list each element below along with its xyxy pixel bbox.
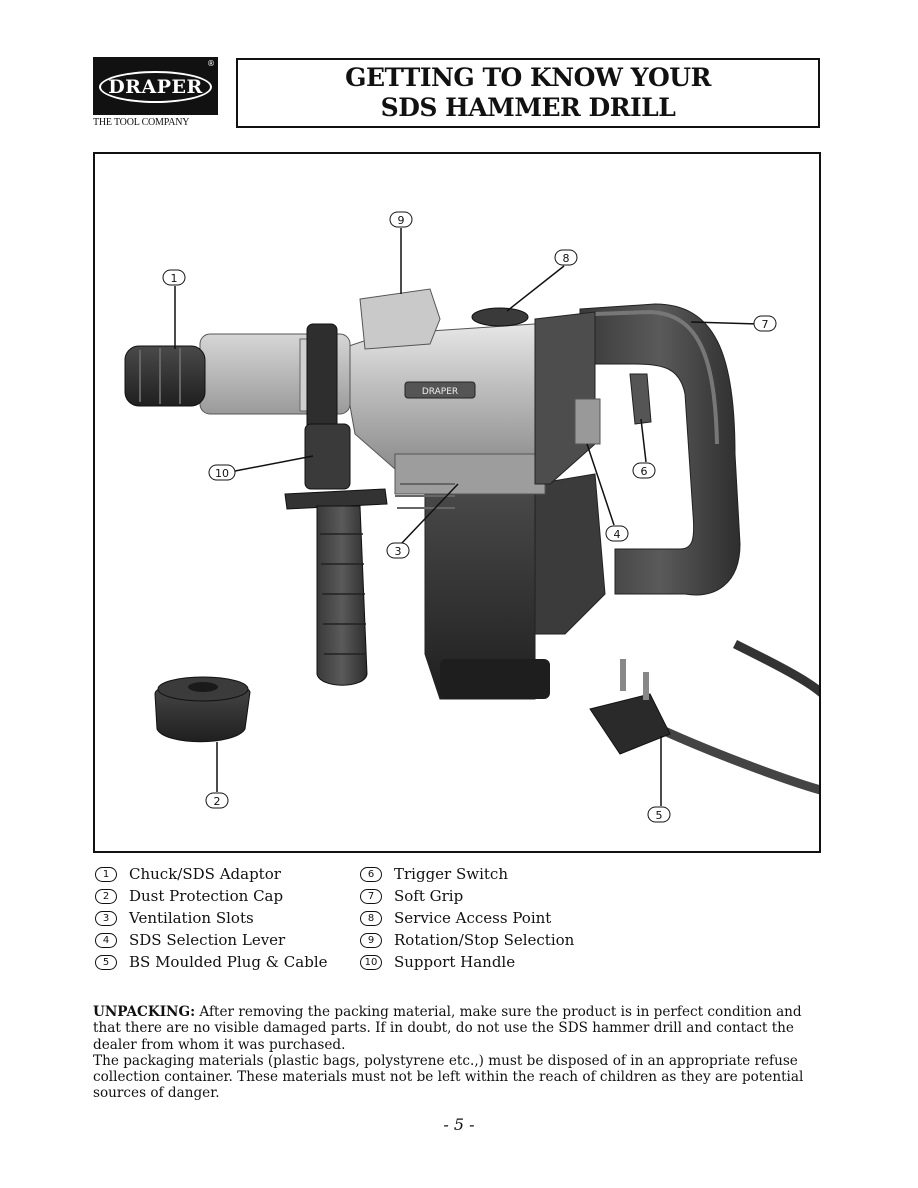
motor-side: [534, 473, 606, 635]
drill-illustration: DRAPER: [93, 152, 821, 853]
logo-badge: ® DRAPER: [93, 57, 218, 115]
gear-housing-band: [394, 453, 546, 495]
callout-6: 6: [632, 462, 656, 479]
draper-logo: ® DRAPER THE TOOL COMPANY: [93, 57, 218, 129]
unpacking-section: UNPACKING: After removing the packing ma…: [93, 1004, 823, 1102]
legend-number: 9: [360, 932, 382, 948]
callout-10: 10: [208, 464, 236, 481]
legend-label: Chuck/SDS Adaptor: [129, 865, 281, 883]
unpacking-text: After removing the packing material, mak…: [93, 1004, 802, 1053]
logo-tagline: THE TOOL COMPANY: [93, 117, 190, 128]
legend-number: 8: [360, 910, 382, 926]
support-handle-collar: [304, 423, 351, 490]
legend-number: 3: [95, 910, 117, 926]
legend-item: 6 Trigger Switch: [360, 863, 574, 885]
bs-plug: [589, 693, 671, 755]
legend-label: Soft Grip: [394, 887, 464, 905]
plug-cable: [658, 724, 819, 795]
packaging-paragraph: The packaging materials (plastic bags, p…: [93, 1052, 804, 1102]
service-access-cap: [471, 307, 529, 327]
legend-item: 10 Support Handle: [360, 951, 574, 973]
unpacking-paragraph: UNPACKING: After removing the packing ma…: [93, 1004, 823, 1053]
callout-4-label: 4: [614, 528, 621, 541]
dark-collar: [534, 311, 596, 485]
logo-oval: DRAPER: [99, 71, 212, 103]
callout-4: 4: [605, 525, 629, 542]
housing-badge-plate: [404, 381, 476, 399]
legend-item: 7 Soft Grip: [360, 885, 574, 907]
page-title-line-2: SDS HAMMER DRILL: [380, 93, 676, 122]
support-handle-guard: [284, 488, 388, 510]
logo-wordmark: DRAPER: [108, 76, 203, 98]
legend-label: Rotation/Stop Selection: [394, 931, 575, 949]
soft-grip: [579, 303, 741, 596]
legend-item: 8 Service Access Point: [360, 907, 574, 929]
drill-drawing: DRAPER: [124, 211, 819, 823]
legend-right-column: 6 Trigger Switch 7 Soft Grip 8 Service Acce…: [360, 863, 574, 973]
legend-item: 4 SDS Selection Lever: [95, 929, 328, 951]
motor-base: [440, 659, 550, 699]
legend-number: 5: [95, 954, 117, 970]
callout-7: 7: [753, 315, 777, 332]
callout-9: 9: [389, 211, 413, 228]
legend-label: Service Access Point: [394, 909, 552, 927]
legend-item: 3 Ventilation Slots: [95, 907, 328, 929]
legend-item: 5 BS Moulded Plug & Cable: [95, 951, 328, 973]
page-number: - 5 -: [443, 1115, 475, 1134]
legend-label: SDS Selection Lever: [129, 931, 286, 949]
callout-1: 1: [162, 269, 186, 286]
legend-item: 2 Dust Protection Cap: [95, 885, 328, 907]
legend-number: 1: [95, 866, 117, 882]
callout-5-label: 5: [656, 809, 663, 822]
power-cable: [732, 639, 819, 697]
callout-2-label: 2: [214, 795, 221, 808]
legend-number: 4: [95, 932, 117, 948]
page-title-box: GETTING TO KNOW YOUR SDS HAMMER DRILL: [236, 58, 820, 128]
chuck: [124, 345, 206, 407]
legend-label: Support Handle: [394, 953, 516, 971]
callout-5: 5: [647, 806, 671, 823]
legend-number: 10: [360, 954, 382, 970]
unpacking-heading: UNPACKING:: [93, 1004, 196, 1020]
callout-9-label: 9: [398, 214, 405, 227]
callout-8-label: 8: [563, 252, 570, 265]
legend-number: 2: [95, 888, 117, 904]
legend-number: 6: [360, 866, 382, 882]
handle-inner-grey: [594, 309, 719, 445]
registered-mark: ®: [207, 59, 215, 68]
legend-item: 1 Chuck/SDS Adaptor: [95, 863, 328, 885]
callout-2: 2: [205, 792, 229, 809]
legend-number: 7: [360, 888, 382, 904]
legend-label: BS Moulded Plug & Cable: [129, 953, 328, 971]
page-title-line-1: GETTING TO KNOW YOUR: [345, 63, 711, 92]
callout-10-label: 10: [215, 467, 229, 480]
legend-item: 9 Rotation/Stop Selection: [360, 929, 574, 951]
callout-1-label: 1: [171, 272, 178, 285]
housing-badge-text: DRAPER: [422, 387, 458, 397]
legend-label: Ventilation Slots: [129, 909, 254, 927]
callout-8: 8: [554, 249, 578, 266]
legend-label: Trigger Switch: [394, 865, 508, 883]
callout-6-label: 6: [641, 465, 648, 478]
callout-3-label: 3: [395, 545, 402, 558]
rotation-stop-selector: [359, 288, 441, 350]
callout-7-label: 7: [762, 318, 769, 331]
sds-selection-lever: [574, 398, 601, 445]
callout-3: 3: [386, 542, 410, 559]
trigger-switch: [629, 373, 652, 425]
support-handle-grip: [316, 505, 368, 686]
legend-label: Dust Protection Cap: [129, 887, 284, 905]
